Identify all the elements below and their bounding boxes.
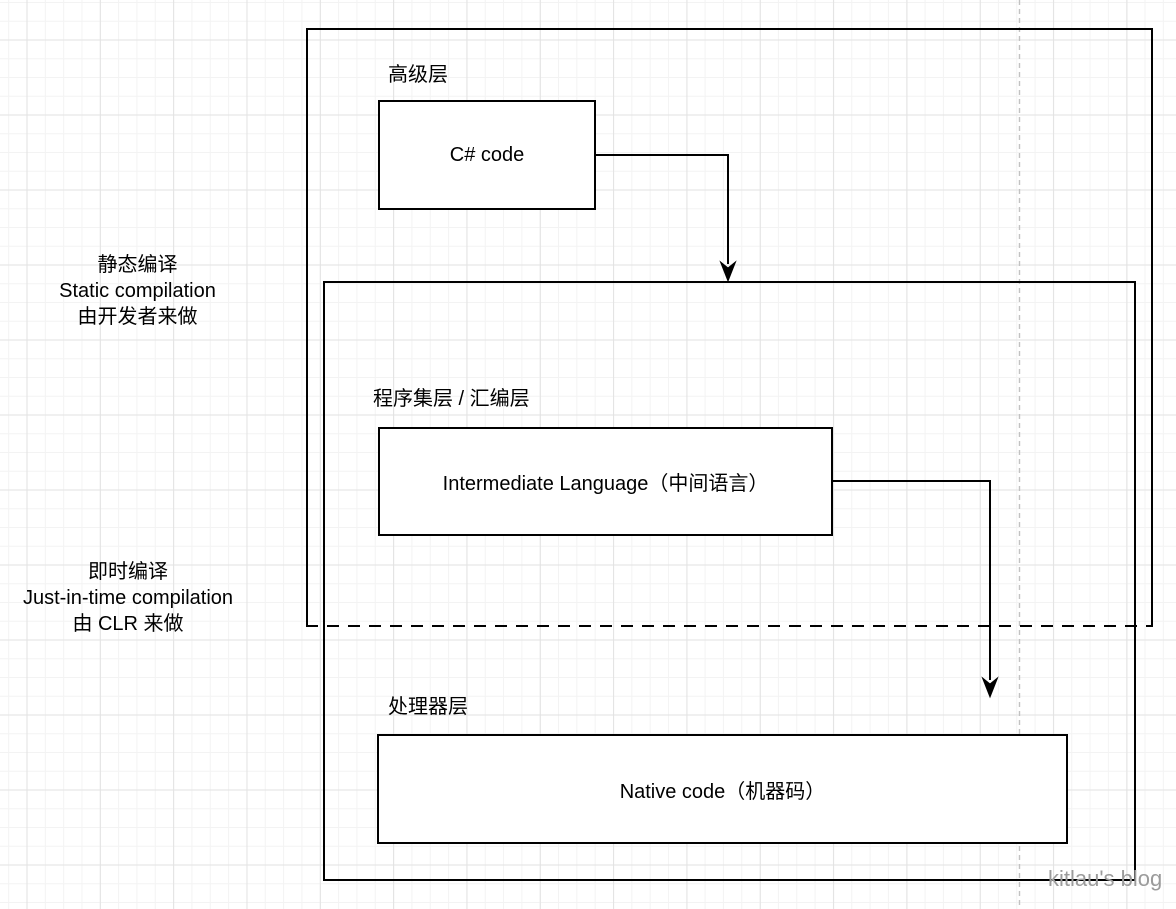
jit-compilation-annotation: 即时编译 Just-in-time compilation 由 CLR 来做 [8, 559, 248, 637]
jit-compilation-annotation-line3: 由 CLR 来做 [72, 613, 184, 635]
native-code-node[interactable]: Native code（机器码） [377, 734, 1068, 844]
jit-compilation-annotation-line2: Just-in-time compilation [22, 587, 234, 609]
jit-compilation-annotation-line1: 即时编译 [88, 561, 168, 583]
static-compilation-annotation-line3: 由开发者来做 [77, 306, 198, 328]
csharp-code-node[interactable]: C# code [378, 100, 596, 210]
static-compilation-region-box[interactable] [306, 28, 1153, 626]
intermediate-language-node[interactable]: Intermediate Language（中间语言） [378, 427, 833, 536]
static-compilation-annotation-line2: Static compilation [59, 280, 216, 302]
static-compilation-annotation: 静态编译 Static compilation 由开发者来做 [20, 252, 255, 330]
watermark-text: kitlau's blog [1048, 866, 1163, 891]
high-level-layer-label: 高级层 [388, 64, 448, 86]
native-code-node-label: Native code（机器码） [619, 780, 826, 803]
static-compilation-annotation-line1: 静态编译 [97, 254, 178, 276]
assembly-layer-label: 程序集层 / 汇编层 [373, 388, 530, 410]
processor-layer-label: 处理器层 [388, 696, 468, 718]
csharp-code-node-label: C# code [449, 143, 525, 166]
intermediate-language-node-label: Intermediate Language（中间语言） [442, 473, 769, 495]
